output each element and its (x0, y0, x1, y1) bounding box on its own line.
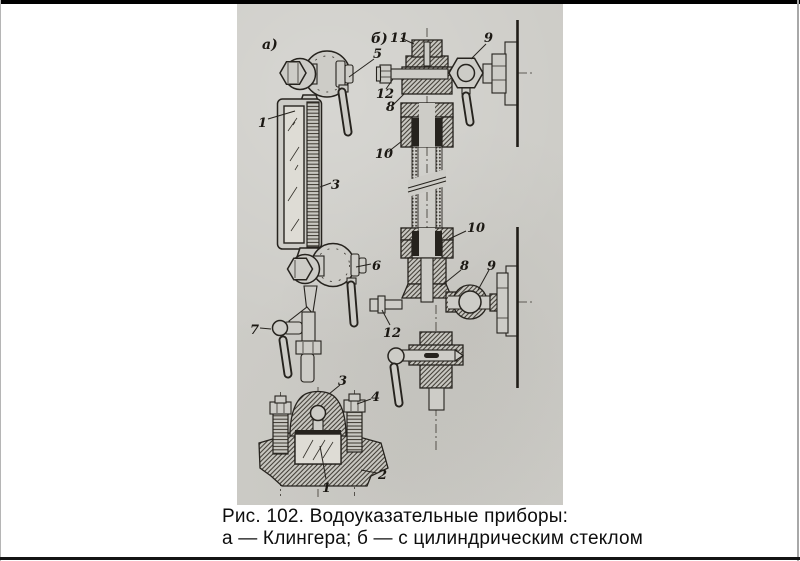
leader-a-handle (348, 58, 375, 78)
part-label-9t: 9 (484, 31, 493, 46)
sec-hole (309, 404, 327, 422)
scanned-figure: а) 1 3 5 6 7 (237, 4, 563, 505)
leader-b-bottom-body (439, 269, 462, 288)
part-label-11: 11 (390, 31, 408, 46)
leader-sec-body (328, 384, 341, 395)
right-rule (797, 0, 799, 561)
sec-glass-block (294, 433, 342, 465)
b-glass-tube (407, 146, 447, 231)
b-top-valve-handle (461, 87, 475, 127)
part-label-7: 7 (250, 323, 259, 338)
b-bottom-gland (400, 227, 454, 259)
left-rule (0, 0, 1, 561)
a-drain-nut (295, 340, 322, 355)
b-drain-valve (387, 331, 464, 411)
a-glass-plate (283, 105, 305, 244)
part-label-10t: 10 (375, 147, 393, 162)
part-label-5: 5 (373, 47, 382, 62)
a-top-valve (279, 50, 354, 137)
b-bottom-assembly (369, 227, 459, 314)
device-b-drawing: б) 11 9 12 8 10 10 8 9 (369, 20, 533, 450)
boiler-wall (504, 20, 519, 388)
leader-a-drain (259, 327, 272, 330)
part-label-6: 6 (372, 259, 381, 274)
b-drain-handle (389, 362, 404, 408)
sec-seal (295, 430, 341, 434)
leader-b-bottom-bolt (381, 309, 391, 326)
b-bottom-bolt (369, 295, 403, 314)
wall-plate-top (504, 41, 519, 106)
section-view: 3 4 1 2 (258, 374, 389, 497)
part-label-3a: 3 (331, 178, 340, 193)
water-gauge-drawing: а) 1 3 5 6 7 (250, 20, 533, 497)
sec-left-bolt (269, 395, 292, 455)
a-part-labels: а) 1 3 5 6 7 (250, 37, 382, 338)
a-bottom-valve-handle (346, 277, 359, 328)
part-label-4: 4 (371, 390, 380, 405)
leader-sec-base (360, 469, 378, 474)
leader-b-top-bolt (385, 78, 394, 90)
b-part-labels: б) 11 9 12 8 10 10 8 9 (371, 31, 496, 341)
device-a-drawing: а) 1 3 5 6 7 (250, 37, 382, 383)
part-label-9b: 9 (487, 259, 496, 274)
leader-sec-bolt (356, 398, 372, 405)
part-label-12t: 12 (376, 87, 394, 102)
panel-b-label: б) (371, 31, 388, 47)
part-label-3s: 3 (338, 374, 347, 389)
part-label-2: 2 (377, 468, 387, 483)
panel-a-label: а) (262, 37, 278, 53)
a-drain-assembly (271, 285, 322, 383)
part-label-12b: 12 (383, 326, 401, 341)
leader-a-glass (267, 110, 296, 120)
leader-a-bottom-valve (355, 263, 372, 268)
leader-b-top-gland (387, 140, 403, 153)
figure-caption: Рис. 102. Водоуказательные приборы: а — … (222, 506, 643, 550)
a-drain-valve (271, 319, 303, 379)
part-label-10b: 10 (467, 221, 485, 236)
leader-b-cap (400, 37, 415, 45)
caption-line-1: Рис. 102. Водоуказательные приборы: (222, 506, 569, 527)
b-top-bolt (375, 64, 449, 84)
a-ribbed-strip (306, 101, 320, 248)
a-top-valve-handle (337, 84, 353, 137)
leader-b-bottom-valve (477, 269, 490, 291)
b-top-assembly (375, 39, 454, 148)
a-gauge-frame (276, 98, 323, 250)
leader-b-top-valve (470, 43, 487, 60)
sec-labels: 3 4 1 2 (319, 374, 387, 496)
leader-sec-glass (319, 445, 327, 480)
a-bottom-valve (286, 242, 367, 328)
part-label-1s: 1 (322, 481, 331, 496)
leader-a-frame (319, 182, 332, 188)
leader-b-top-body (393, 93, 405, 105)
part-label-1a: 1 (258, 116, 267, 131)
bottom-rule (0, 557, 800, 560)
caption-line-2: а — Клингера; б — с цилиндрическим стекл… (222, 528, 643, 549)
b-top-gland (400, 102, 454, 148)
leader-b-bottom-gland (448, 230, 467, 240)
part-label-8t: 8 (386, 100, 395, 115)
b-bottom-valve (448, 272, 509, 334)
part-label-8b: 8 (460, 259, 469, 274)
top-rule (0, 0, 800, 4)
b-top-valve (448, 53, 507, 127)
